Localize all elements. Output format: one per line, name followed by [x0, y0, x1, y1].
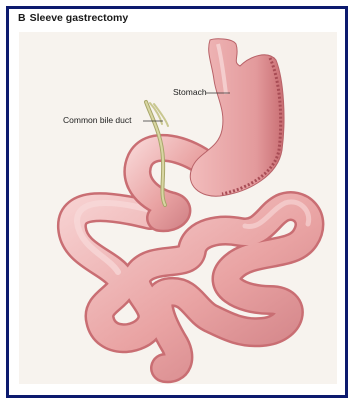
common-bile-duct-label: Common bile duct: [63, 115, 132, 125]
duodenum: [137, 148, 200, 218]
sleeve-stomach: [190, 39, 284, 196]
stomach-label: Stomach: [173, 87, 207, 97]
small-intestine: [72, 202, 310, 368]
